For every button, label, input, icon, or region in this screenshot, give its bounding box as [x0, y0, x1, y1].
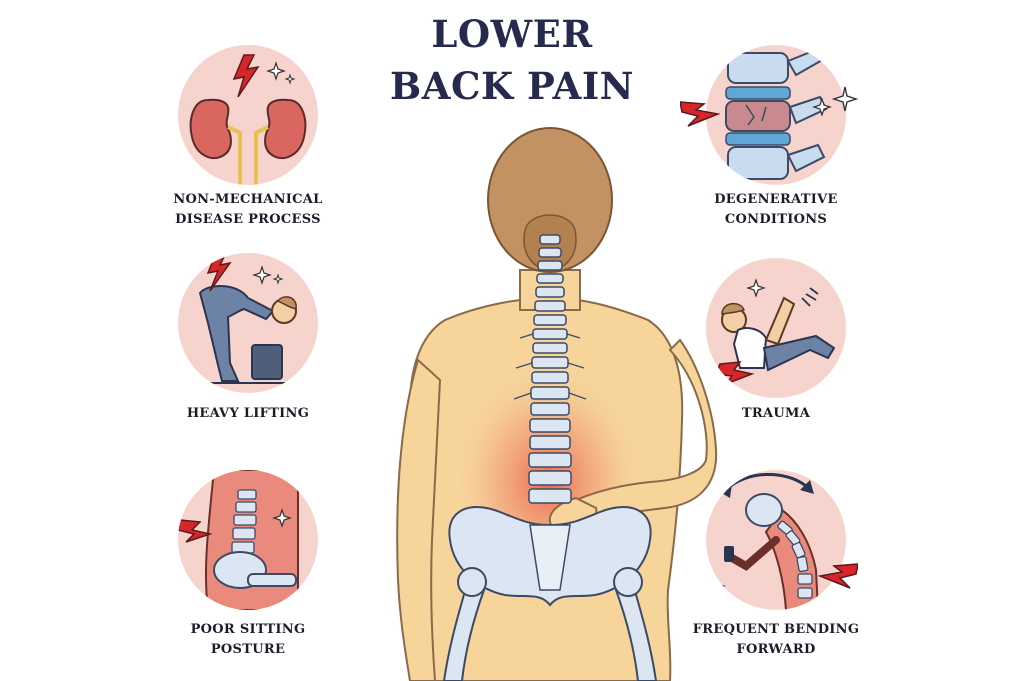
page-title-line1: LOWER — [431, 12, 593, 56]
caption-trauma-line1: TRAUMA — [741, 406, 811, 421]
caption-non-mechanical: NON-MECHANICAL DISEASE PROCESS — [148, 190, 348, 230]
caption-trauma: TRAUMA — [676, 404, 876, 424]
caption-degenerative-line2: CONDITIONS — [724, 212, 828, 227]
lightning-bolt-icon — [232, 54, 260, 98]
caption-frequent-bending-line1: FREQUENT BENDING — [692, 622, 860, 637]
caption-degenerative: DEGENERATIVE CONDITIONS — [676, 190, 876, 230]
heavy-lifting-icon-circle — [178, 253, 318, 393]
poor-sitting-icon-circle — [178, 470, 318, 610]
degenerative-pain-bolt-icon — [680, 101, 720, 127]
frequent-bending-icon — [706, 473, 820, 610]
caption-heavy-lifting: HEAVY LIFTING — [148, 404, 348, 424]
caption-degenerative-line1: DEGENERATIVE — [714, 192, 838, 207]
page-title-line2: BACK PAIN — [390, 64, 634, 108]
caption-frequent-bending-line2: FORWARD — [736, 642, 816, 657]
heavy-lifting-icon — [198, 253, 303, 384]
kidney-icon — [189, 54, 307, 185]
frequent-bending-icon-circle — [706, 470, 846, 610]
caption-frequent-bending: FREQUENT BENDING FORWARD — [666, 620, 886, 660]
caption-non-mechanical-line2: DISEASE PROCESS — [175, 212, 321, 227]
poor-sitting-posture-icon — [178, 470, 299, 610]
back-figure-illustration — [396, 127, 718, 681]
sparkle-icon — [266, 61, 286, 81]
caption-non-mechanical-line1: NON-MECHANICAL — [173, 192, 323, 207]
caption-poor-sitting-line1: POOR SITTING — [190, 622, 306, 637]
degenerative-sparkle-icon — [832, 86, 858, 112]
caption-poor-sitting: POOR SITTING POSTURE — [148, 620, 348, 660]
caption-heavy-lifting-line1: HEAVY LIFTING — [186, 406, 310, 421]
kidney-icon-circle — [178, 45, 318, 185]
bending-pain-bolt-icon — [818, 563, 858, 589]
caption-poor-sitting-line2: POSTURE — [210, 642, 286, 657]
trauma-fall-icon — [714, 278, 836, 386]
trauma-icon-circle — [706, 258, 846, 398]
degenerative-icon-circle — [706, 45, 846, 185]
degenerative-spine-icon — [725, 47, 832, 180]
